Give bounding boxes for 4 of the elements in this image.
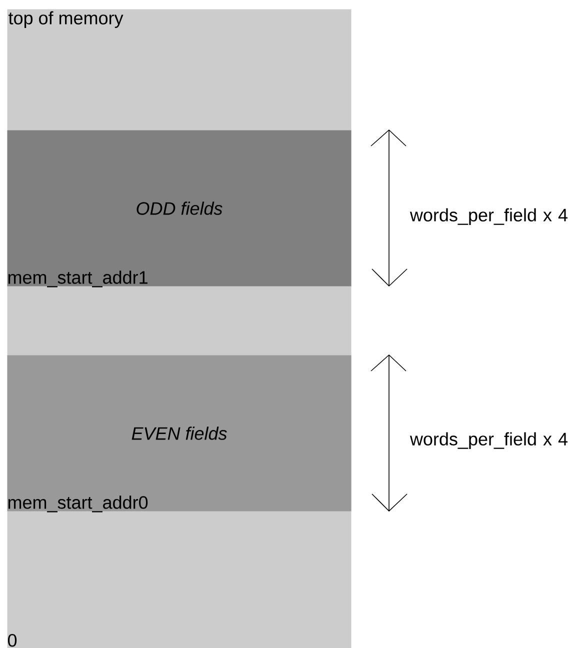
- memory-band: ODD fields mem_start_addr1: [7, 130, 352, 288]
- dimension-label: words_per_field x 4: [410, 208, 568, 226]
- memory-band: EVEN fields mem_start_addr0: [7, 355, 352, 512]
- dimension-label: words_per_field x 4: [410, 432, 568, 450]
